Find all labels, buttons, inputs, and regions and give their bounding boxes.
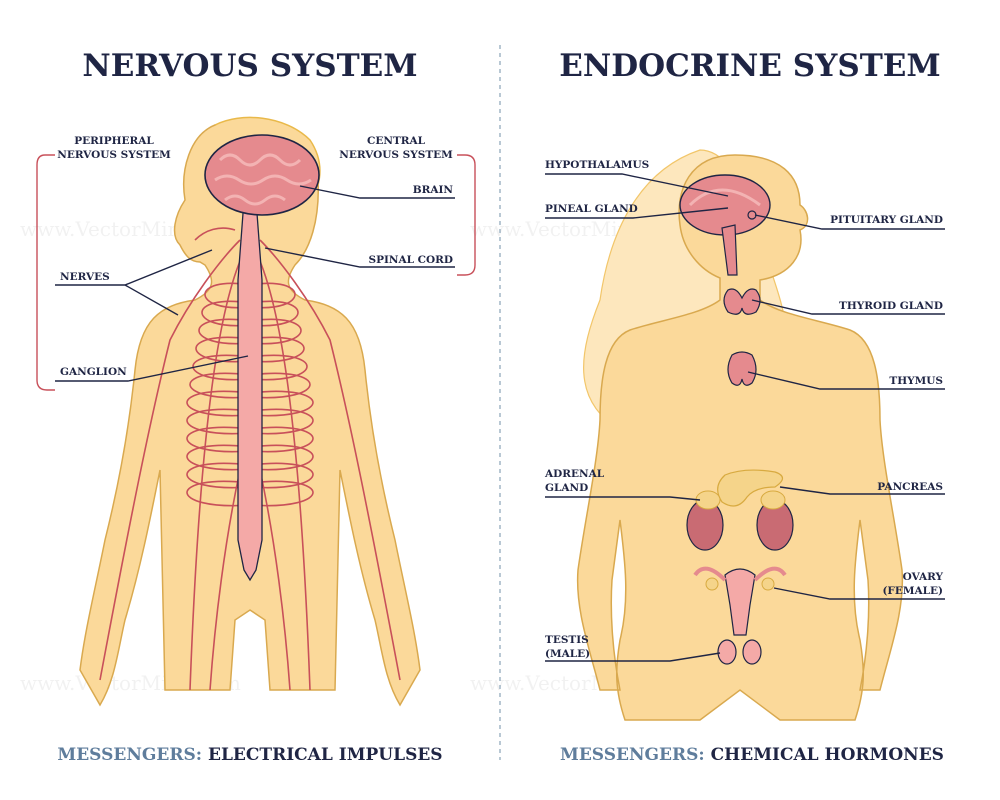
pancreas <box>717 469 784 507</box>
thymus <box>727 351 757 386</box>
spinal-cord <box>237 199 263 582</box>
adrenal-gland-label-line1: ADRENAL <box>544 468 605 480</box>
female-brain <box>679 174 771 236</box>
thyroid-gland-label: THYROID GLAND <box>839 300 943 312</box>
central-label-line2: NERVOUS SYSTEM <box>339 149 453 161</box>
endocrine-title: ENDOCRINE SYSTEM <box>559 48 940 84</box>
intercostal-nerve <box>249 462 314 489</box>
intercostal-nerve <box>195 336 251 363</box>
left-ovary <box>705 577 719 591</box>
thyroid-gland <box>723 288 761 315</box>
intercostal-nerve <box>249 282 296 309</box>
testis-label-line2: (MALE) <box>545 648 590 660</box>
brain-label: BRAIN <box>413 184 454 196</box>
peripheral-label-line1: PERIPHERAL <box>74 135 154 147</box>
ovary-label-line2: (FEMALE) <box>882 585 943 597</box>
endocrine-labels: HYPOTHALAMUS PINEAL GLAND PITUITARY GLAN… <box>544 159 945 662</box>
intercostal-nerve <box>249 372 311 399</box>
intercostal-nerve <box>249 408 314 435</box>
nervous-messengers: MESSENGERS:ELECTRICAL IMPULSES <box>57 745 442 765</box>
pineal-gland-label: PINEAL GLAND <box>545 203 638 215</box>
ovary-label-line1: OVARY <box>903 571 944 583</box>
pituitary-gland <box>747 210 757 220</box>
intercostal-nerve <box>186 390 251 417</box>
female-figure <box>576 149 904 721</box>
peripheral-bracket <box>36 154 55 391</box>
nervous-title: NERVOUS SYSTEM <box>82 48 417 84</box>
peripheral-label-line2: NERVOUS SYSTEM <box>57 149 171 161</box>
intercostal-nerve <box>186 426 251 453</box>
intercostal-nerve <box>204 282 251 309</box>
intercostal-nerve <box>186 444 251 471</box>
adrenal-gland-label-line2: GLAND <box>545 482 588 494</box>
intercostal-nerve <box>192 354 251 381</box>
testis-label-line1: TESTIS <box>545 634 589 646</box>
intercostal-nerve <box>249 300 299 327</box>
intercostal-nerve <box>189 372 251 399</box>
intercostal-nerve <box>249 354 308 381</box>
intercostal-nerve <box>201 300 251 327</box>
nervous-labels: PERIPHERAL NERVOUS SYSTEM CENTRAL NERVOU… <box>36 135 476 391</box>
male-figure <box>79 116 421 707</box>
intercostal-nerve <box>249 480 314 507</box>
pancreas-label: PANCREAS <box>877 481 943 493</box>
intercostal-nerve <box>186 408 251 435</box>
thymus-label: THYMUS <box>889 375 943 387</box>
brain <box>204 134 320 216</box>
ganglion-label: GANGLION <box>60 366 127 378</box>
right-testis <box>742 639 762 665</box>
left-testis <box>717 639 737 665</box>
central-label-line1: CENTRAL <box>367 135 426 147</box>
nerves-label: NERVES <box>60 271 110 283</box>
pituitary-gland-label: PITUITARY GLAND <box>830 214 943 226</box>
intercostal-nerve <box>249 444 314 471</box>
endocrine-messengers: MESSENGERS:CHEMICAL HORMONES <box>560 745 944 765</box>
intercostal-nerve <box>249 426 314 453</box>
hypothalamus-label: HYPOTHALAMUS <box>545 159 649 171</box>
central-bracket <box>457 154 476 276</box>
intercostal-nerve <box>186 480 251 507</box>
uterus <box>724 568 756 636</box>
right-ovary <box>761 577 775 591</box>
intercostal-nerve <box>249 318 302 345</box>
intercostal-nerve <box>249 336 305 363</box>
spinal-cord-label: SPINAL CORD <box>368 254 453 266</box>
intercostal-nerve <box>249 390 314 417</box>
intercostal-nerve <box>198 318 251 345</box>
intercostal-nerve <box>186 462 251 489</box>
right-adrenal-gland <box>760 490 786 510</box>
